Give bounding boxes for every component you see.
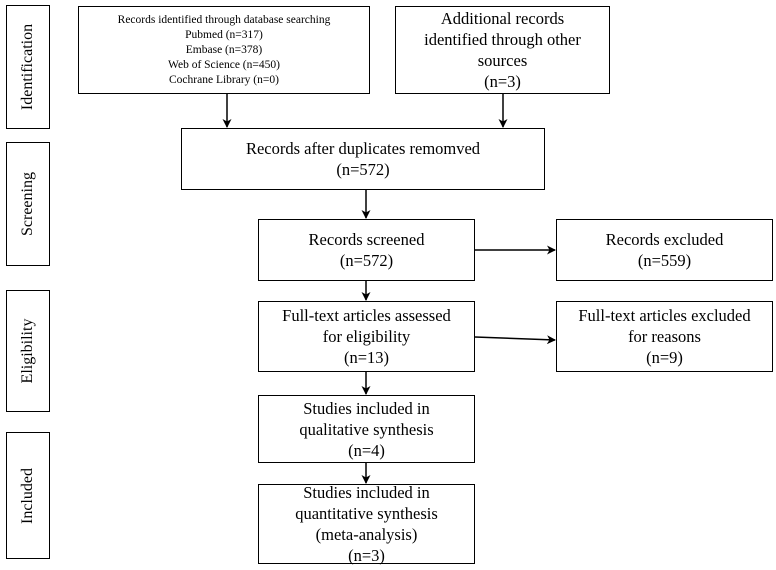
records-screened-label: Records screened (308, 230, 425, 249)
phase-eligibility: Eligibility (6, 290, 50, 412)
other-sources-line-1: Additional records (440, 9, 565, 28)
qualitative-line-2: qualitative synthesis (299, 419, 434, 439)
other-sources-line-2: identified through other (424, 30, 581, 49)
fulltext-excluded-box: Full-text articles excluded for reasons … (556, 301, 773, 372)
database-search-box: Records identified through database sear… (78, 6, 370, 94)
quantitative-line-1: Studies included in (303, 483, 430, 502)
duplicates-removed-label: Records after duplicates remomved (245, 139, 481, 158)
phase-included: Included (6, 432, 50, 559)
database-search-title: Records identified through database sear… (117, 13, 331, 26)
phase-identification: Identification (6, 5, 50, 129)
duplicates-removed-count: (n=572) (336, 160, 390, 179)
phase-screening: Screening (6, 142, 50, 266)
records-excluded-box: Records excluded (n=559) (556, 219, 773, 281)
records-screened-count: (n=572) (339, 251, 394, 270)
fulltext-excluded-line-2: for reasons (628, 327, 701, 346)
qualitative-line-1: Studies included in (303, 398, 430, 418)
quantitative-line-2: quantitative synthesis (295, 504, 438, 523)
other-sources-count: (n=3) (484, 72, 521, 91)
database-cochrane: Cochrane Library (n=0) (169, 73, 279, 86)
phase-eligibility-label: Eligibility (19, 318, 36, 384)
quantitative-synthesis-box: Studies included in quantitative synthes… (258, 483, 475, 565)
database-web-of-science: Web of Science (n=450) (168, 58, 280, 71)
fulltext-assessed-line-1: Full-text articles assessed (282, 306, 451, 325)
fulltext-assessed-line-2: for eligibility (322, 327, 411, 346)
quantitative-count: (n=3) (348, 546, 385, 565)
arrow-fulltext-to-excluded (474, 335, 556, 345)
phase-screening-label: Screening (19, 172, 36, 236)
records-excluded-count: (n=559) (637, 251, 692, 270)
fulltext-assessed-count: (n=13) (343, 348, 390, 367)
database-embase: Embase (n=378) (185, 43, 263, 56)
other-sources-line-3: sources (477, 51, 528, 70)
phase-identification-label: Identification (19, 23, 36, 111)
qualitative-count: (n=4) (348, 440, 385, 460)
fulltext-assessed-box: Full-text articles assessed for eligibil… (258, 301, 475, 372)
fulltext-excluded-line-1: Full-text articles excluded (578, 306, 751, 325)
database-pubmed: Pubmed (n=317) (185, 28, 263, 41)
qualitative-synthesis-box: Studies included in qualitative synthesi… (258, 395, 475, 463)
phase-included-label: Included (19, 467, 36, 524)
duplicates-removed-box: Records after duplicates remomved (n=572… (181, 128, 545, 190)
other-sources-box: Additional records identified through ot… (395, 6, 610, 94)
fulltext-excluded-count: (n=9) (646, 348, 683, 367)
records-excluded-label: Records excluded (605, 230, 724, 249)
quantitative-line-3: (meta-analysis) (315, 525, 418, 544)
records-screened-box: Records screened (n=572) (258, 219, 475, 281)
